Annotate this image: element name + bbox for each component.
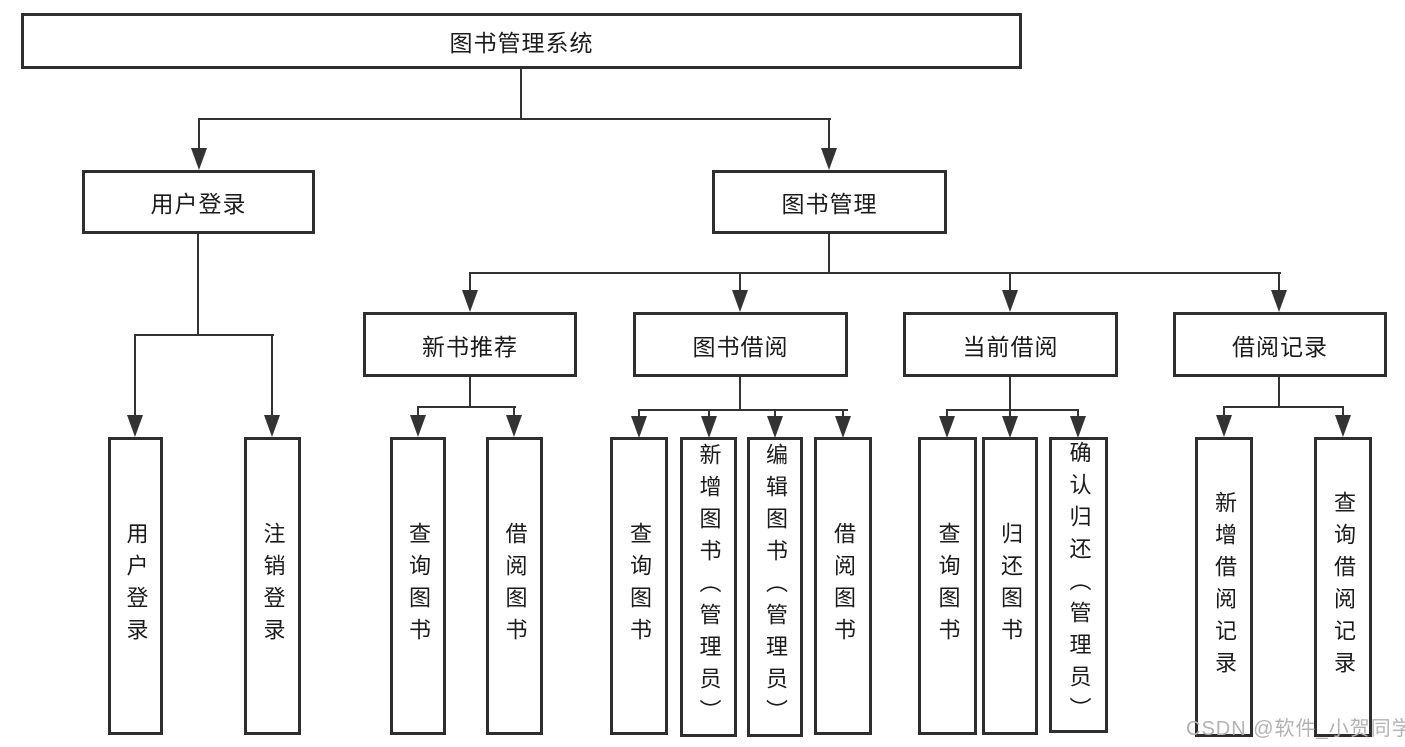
connector-root-stem [520,69,522,120]
arrow-to-add-borrow-record [1216,415,1232,437]
connector-root-drop-right [828,118,830,150]
connector-userlogin-drop1 [134,334,136,415]
arrow-to-confirm-return-admin [1070,416,1086,438]
connector-records-drop1 [1223,406,1225,416]
leaf-add-book-admin: 新增图书（管理员） [680,437,737,737]
node-borrow-records: 借阅记录 [1173,312,1387,377]
connector-bookmgmt-drop4 [1278,272,1280,292]
connector-newbook-drop2 [513,406,515,416]
connector-currentborrow-drop1 [946,409,948,418]
csdn-watermark: CSDN @软件_小贺同学 [1186,718,1405,740]
connector-bookborrow-drop4 [842,409,844,418]
arrow-to-borrow-books-recommend [506,415,522,437]
connector-newbook-drop1 [417,406,419,416]
leaf-user-login: 用户登录 [108,437,163,735]
arrow-to-edit-book-admin [767,416,783,438]
arrow-to-book-borrow [732,290,748,312]
arrow-to-user-login [191,148,207,170]
connector-bookborrow-drop2 [708,409,710,418]
leaf-logout: 注销登录 [244,437,301,735]
leaf-query-books-borrow: 查询图书 [610,437,668,735]
node-new-book-recommend: 新书推荐 [363,312,577,377]
arrow-to-return-book [1002,416,1018,438]
connector-userlogin-drop2 [271,334,273,415]
node-current-borrow: 当前借阅 [903,312,1118,377]
arrow-to-query-books-current [939,416,955,438]
arrow-to-new-book-recommend [462,290,478,312]
connector-bookmgmt-drop3 [1009,272,1011,292]
leaf-return-book: 归还图书 [982,437,1038,735]
leaf-query-borrow-record: 查询借阅记录 [1314,437,1372,737]
node-user-login: 用户登录 [82,170,315,234]
arrow-to-query-books-recommend [410,415,426,437]
arrow-to-borrow-records [1271,290,1287,312]
connector-bookborrow-stem [739,377,741,411]
connector-records-stem [1278,377,1280,408]
leaf-borrow-books-recommend: 借阅图书 [486,437,543,735]
arrow-to-borrow-books [835,416,851,438]
connector-bookmgmt-hline [469,272,1281,274]
arrow-to-current-borrow [1002,290,1018,312]
connector-bookborrow-drop1 [638,409,640,418]
arrow-to-query-borrow-record [1335,415,1351,437]
leaf-add-borrow-record: 新增借阅记录 [1195,437,1253,737]
node-library-system: 图书管理系统 [21,13,1022,69]
connector-bookborrow-hline [638,409,848,411]
connector-currentborrow-drop2 [1009,409,1011,418]
connector-records-hline [1223,406,1344,408]
connector-bookborrow-drop3 [774,409,776,418]
leaf-query-books-current: 查询图书 [918,437,977,735]
arrow-to-book-management [821,148,837,170]
connector-records-drop2 [1342,406,1344,416]
connector-bookmgmt-drop2 [739,272,741,292]
connector-newbook-hline [417,406,516,408]
connector-bookmgmt-stem [828,234,830,274]
connector-bookmgmt-drop1 [469,272,471,292]
connector-currentborrow-drop3 [1077,409,1079,418]
arrow-to-query-books-borrow [631,416,647,438]
arrow-to-leaf-logout [264,415,280,437]
connector-newbook-stem [469,377,471,408]
leaf-borrow-books: 借阅图书 [814,437,872,735]
arrow-to-add-book-admin [701,416,717,438]
connector-root-drop-left [198,118,200,150]
node-book-management: 图书管理 [712,170,947,234]
connector-root-hline [198,118,831,120]
leaf-query-books-recommend: 查询图书 [390,437,446,735]
connector-userlogin-hline [134,334,274,336]
connector-currentborrow-stem [1009,377,1011,411]
arrow-to-leaf-user-login [127,415,143,437]
connector-userlogin-stem [197,234,199,336]
connector-currentborrow-hline [946,409,1079,411]
leaf-confirm-return-admin: 确认归还（管理员） [1049,437,1108,733]
node-book-borrow: 图书借阅 [633,312,848,377]
leaf-edit-book-admin: 编辑图书（管理员） [747,437,803,737]
